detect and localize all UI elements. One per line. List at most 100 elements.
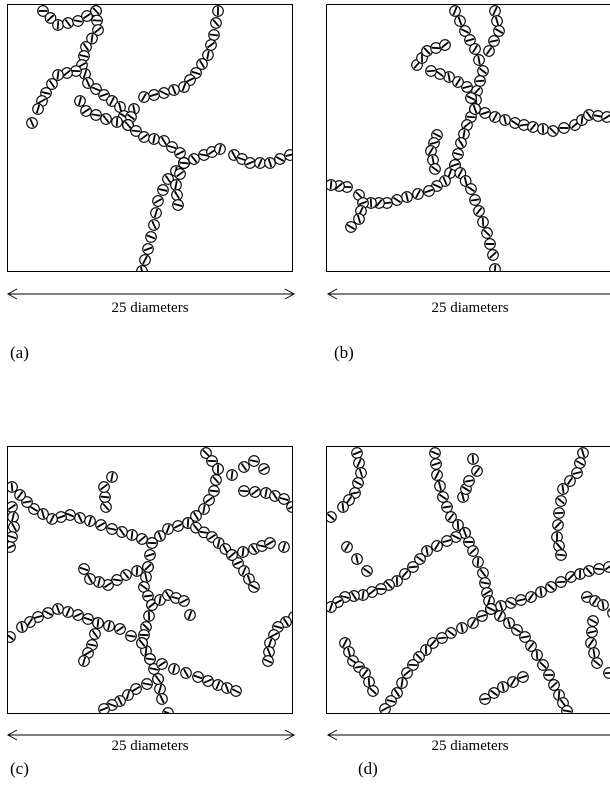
particle: [98, 481, 110, 493]
particle: [477, 216, 489, 228]
particle: [122, 119, 134, 131]
particle: [461, 81, 473, 93]
particle: [499, 114, 511, 126]
particle: [467, 545, 479, 557]
particle: [237, 546, 249, 558]
particle: [473, 54, 485, 66]
particle: [343, 646, 355, 658]
particle: [351, 447, 363, 459]
particle: [212, 463, 224, 475]
particle: [421, 545, 433, 557]
particle: [210, 17, 222, 29]
particle: [352, 477, 364, 489]
particle: [84, 515, 96, 527]
panel-c-scale-arrow: [6, 729, 296, 741]
particle: [385, 695, 397, 707]
particle: [82, 77, 94, 89]
particle: [401, 191, 413, 203]
particle: [162, 173, 174, 185]
particle: [454, 167, 467, 179]
particle: [249, 486, 261, 498]
particle: [503, 617, 515, 629]
particle: [157, 184, 169, 196]
particle: [421, 45, 433, 57]
particle: [597, 599, 609, 611]
particle: [138, 131, 150, 143]
particle: [92, 617, 104, 629]
particle: [46, 513, 58, 525]
particle: [327, 179, 337, 191]
particle: [456, 622, 468, 634]
particle: [485, 603, 497, 615]
particle: [131, 565, 143, 577]
particle: [142, 561, 154, 573]
particle: [188, 153, 200, 165]
particle: [144, 549, 156, 561]
particle: [445, 511, 457, 523]
particle: [206, 455, 218, 467]
particle: [476, 610, 488, 622]
particle: [144, 653, 156, 665]
particle: [429, 163, 441, 175]
particle: [84, 573, 96, 585]
particle: [577, 447, 589, 459]
particle: [248, 581, 260, 593]
particle: [361, 565, 373, 577]
particle: [425, 65, 437, 77]
particle: [95, 519, 107, 531]
particle: [531, 649, 543, 661]
particle: [78, 50, 90, 62]
particle: [429, 447, 441, 459]
particle: [479, 693, 491, 705]
particle: [52, 69, 64, 81]
particle: [353, 457, 365, 469]
particle: [125, 630, 137, 642]
particle: [86, 32, 98, 45]
particle: [401, 667, 413, 679]
particle: [450, 531, 462, 543]
particle: [423, 185, 435, 197]
particle: [459, 25, 471, 37]
particle: [111, 116, 123, 128]
particle: [479, 107, 491, 119]
particle: [202, 675, 214, 687]
particle: [517, 671, 529, 683]
particle: [459, 175, 472, 187]
panel-a-frame: [7, 4, 293, 272]
particle: [122, 689, 134, 701]
particle: [284, 149, 292, 161]
particle: [407, 561, 419, 573]
particle: [178, 157, 190, 169]
panel-c-scale-label: 25 diameters: [111, 738, 189, 754]
particle: [148, 89, 160, 101]
particle: [420, 644, 432, 656]
particle: [263, 646, 275, 658]
panel-a-particle-cluster: [26, 5, 292, 271]
particle: [158, 135, 170, 147]
particle: [156, 658, 168, 670]
particle: [32, 103, 44, 115]
particle: [353, 213, 365, 225]
particle: [537, 123, 549, 135]
particle: [116, 526, 128, 538]
particle: [574, 457, 586, 469]
particle: [278, 493, 290, 505]
particle: [120, 569, 132, 581]
particle: [527, 121, 539, 133]
particle: [154, 530, 166, 542]
particle: [190, 510, 202, 522]
particle: [126, 529, 138, 541]
particle: [37, 508, 49, 520]
particle: [507, 676, 519, 688]
particle: [203, 494, 215, 506]
particle: [583, 565, 595, 577]
particle: [171, 189, 183, 201]
particle: [588, 647, 600, 659]
particle: [586, 626, 598, 638]
panel-d-frame: [326, 446, 610, 714]
particle: [548, 679, 560, 691]
panel-a-scale-label: 25 diameters: [111, 300, 189, 316]
panel-b-scale-arrow: [326, 288, 610, 300]
particle: [561, 705, 573, 713]
particle: [407, 659, 419, 671]
